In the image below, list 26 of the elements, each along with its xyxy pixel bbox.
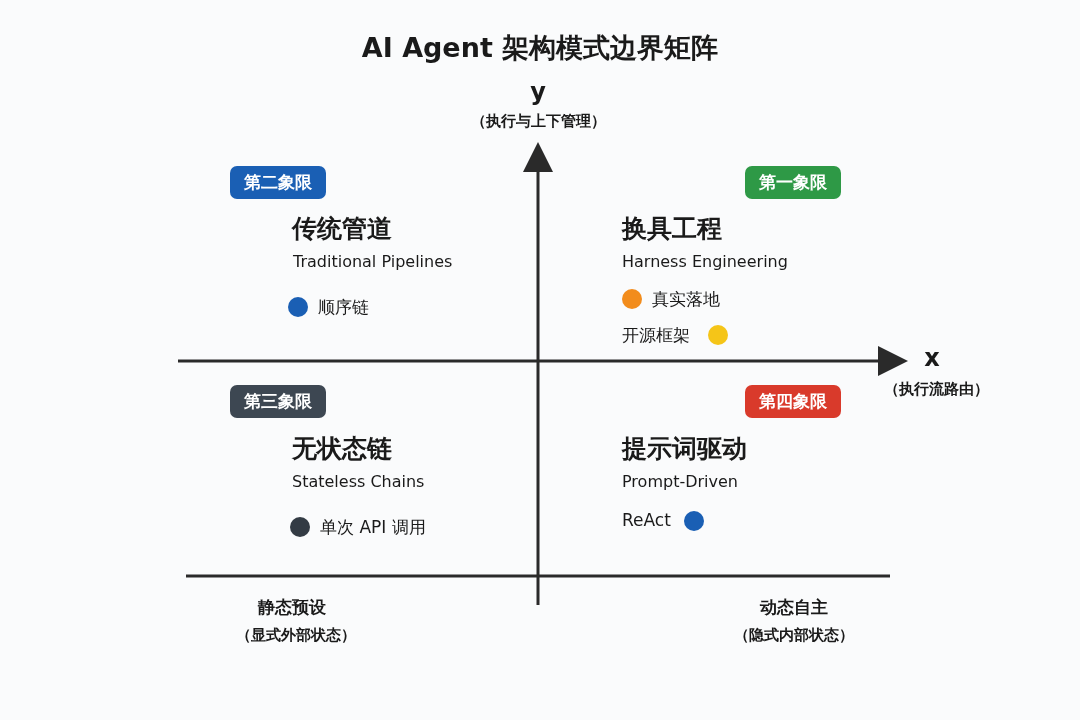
quadrant-subtitle: Harness Engineering [622,252,788,271]
item-text: 顺序链 [318,296,369,319]
axis-end-label: 动态自主 [760,596,828,619]
axis-caption: （执行与上下管理） [470,112,606,131]
quadrant-subtitle: Stateless Chains [292,472,425,491]
quadrant-heading: 换具工程 [622,213,722,245]
axis-end-caption: （显式外部状态） [236,626,356,645]
item-text: 开源框架 [622,324,690,347]
axis-label: x [924,344,940,372]
quadrant-subtitle: Traditional Pipelines [293,252,453,271]
quadrant-badge: 第二象限 [230,166,326,199]
quadrant-subtitle: Prompt-Driven [622,472,738,491]
item-text: 单次 API 调用 [320,516,426,539]
quadrant-heading: 提示词驱动 [622,433,747,465]
axis-label: y [530,78,546,106]
quadrant-badge: 第一象限 [745,166,841,199]
axis-caption: （执行流路由） [883,380,989,399]
title: AI Agent 架构模式边界矩阵 [361,31,719,65]
axis-end-label: 静态预设 [258,596,326,619]
item-text: ReAct [622,510,671,530]
quadrant-heading: 传统管道 [292,213,392,245]
quadrant-heading: 无状态链 [292,433,392,465]
quadrant-badge: 第四象限 [745,385,841,418]
axis-end-caption: （隐式内部状态） [734,626,854,645]
quadrant-badge: 第三象限 [230,385,326,418]
item-text: 真实落地 [652,288,720,311]
